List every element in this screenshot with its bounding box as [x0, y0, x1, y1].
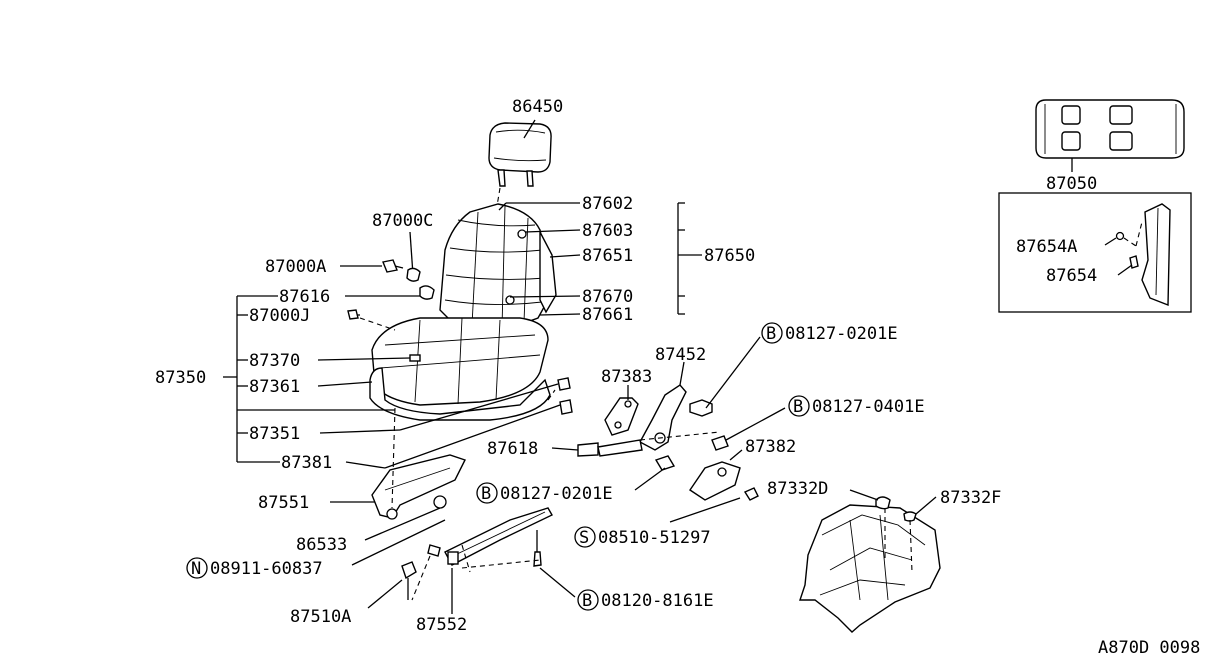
label-87552: 87552	[416, 615, 467, 635]
headrest-86450	[488, 122, 552, 213]
leader-lines	[223, 119, 1133, 614]
label-87350: 87350	[155, 368, 206, 388]
label-87332d: 87332D	[767, 479, 828, 499]
label-87000c: 87000C	[372, 211, 433, 231]
label-86450: 86450	[512, 97, 563, 117]
badge-b-bottom: B	[582, 591, 592, 611]
label-87670: 87670	[582, 287, 633, 307]
label-87602: 87602	[582, 194, 633, 214]
label-87654: 87654	[1046, 266, 1097, 286]
label-87382: 87382	[745, 437, 796, 457]
label-08127-0201e-mid: 08127-0201E	[500, 484, 613, 504]
label-87651: 87651	[582, 246, 633, 266]
seat-rails	[371, 389, 556, 601]
recliner-brackets	[384, 377, 759, 501]
label-87000j: 87000J	[249, 306, 310, 326]
label-87661: 87661	[582, 305, 633, 325]
badge-b-lower: B	[481, 484, 491, 504]
label-08120-8161e: 08120-8161E	[601, 591, 714, 611]
label-87650: 87650	[704, 246, 755, 266]
label-87654a: 87654A	[1016, 237, 1077, 257]
label-87452: 87452	[655, 345, 706, 365]
badge-n: N	[191, 559, 201, 579]
badge-b-mid: B	[793, 397, 803, 417]
label-87618: 87618	[487, 439, 538, 459]
label-87551: 87551	[258, 493, 309, 513]
label-08127-0401e: 08127-0401E	[812, 397, 925, 417]
vehicle-top-view	[1035, 99, 1185, 172]
circled-badges: B B B B N S	[186, 322, 810, 611]
badge-s: S	[579, 528, 589, 548]
label-08510-51297: 08510-51297	[598, 528, 711, 548]
label-87616: 87616	[279, 287, 330, 307]
badge-b-top: B	[766, 324, 776, 344]
label-87510a: 87510A	[290, 607, 351, 627]
fasteners	[347, 259, 435, 320]
label-87381: 87381	[281, 453, 332, 473]
label-87383: 87383	[601, 367, 652, 387]
label-08911-60837: 08911-60837	[210, 559, 323, 579]
document-code: A870D 0098	[1098, 638, 1200, 658]
part-labels: 86450 87602 87603 87651 87650 87670 8766…	[155, 97, 1200, 658]
inset-box	[998, 192, 1192, 313]
label-08127-0201e-top: 08127-0201E	[785, 324, 898, 344]
label-87361: 87361	[249, 377, 300, 397]
label-87370: 87370	[249, 351, 300, 371]
label-87603: 87603	[582, 221, 633, 241]
seat-cushion	[369, 317, 551, 421]
label-87000a: 87000A	[265, 257, 326, 277]
label-87050: 87050	[1046, 174, 1097, 194]
seat-base-pan	[799, 496, 941, 633]
label-87332f: 87332F	[940, 488, 1001, 508]
label-86533: 86533	[296, 535, 347, 555]
label-87351: 87351	[249, 424, 300, 444]
seat-back	[439, 203, 557, 331]
